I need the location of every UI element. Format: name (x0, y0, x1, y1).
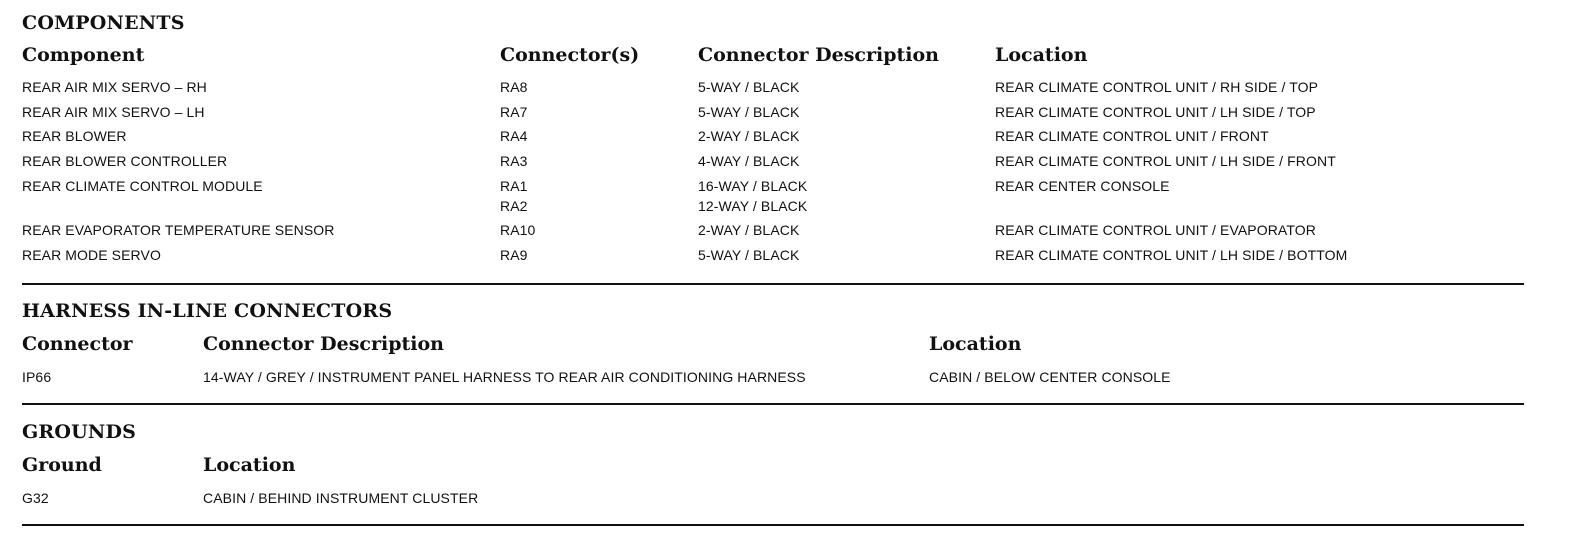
component-location: REAR CLIMATE CONTROL UNIT / LH SIDE / FR… (995, 153, 1336, 169)
component-connector-description: 5-WAY / BLACK (698, 104, 800, 120)
component-name: REAR CLIMATE CONTROL MODULE (22, 178, 263, 194)
component-connector: RA3 (500, 153, 528, 169)
component-location: REAR CENTER CONSOLE (995, 178, 1170, 194)
harness-connector-description: 14-WAY / GREY / INSTRUMENT PANEL HARNESS… (203, 369, 806, 385)
component-connector-description: 2-WAY / BLACK (698, 128, 800, 144)
section-divider (22, 283, 1524, 285)
ground-id: G32 (22, 490, 49, 506)
ground-location: CABIN / BEHIND INSTRUMENT CLUSTER (203, 490, 479, 506)
component-name: REAR BLOWER CONTROLLER (22, 153, 228, 169)
components-header-component: Component (22, 44, 145, 66)
component-name: REAR EVAPORATOR TEMPERATURE SENSOR (22, 222, 335, 238)
component-location: REAR CLIMATE CONTROL UNIT / LH SIDE / BO… (995, 247, 1348, 263)
harness-connector: IP66 (22, 369, 52, 385)
component-location: REAR CLIMATE CONTROL UNIT / EVAPORATOR (995, 222, 1316, 238)
component-connector-description: 4-WAY / BLACK (698, 153, 800, 169)
component-connector: RA9 (500, 247, 528, 263)
component-name: REAR BLOWER (22, 128, 127, 144)
component-connector-description: 12-WAY / BLACK (698, 198, 808, 214)
component-name: REAR AIR MIX SERVO – LH (22, 104, 205, 120)
components-header-connectors: Connector(s) (500, 44, 640, 66)
harness-header-description: Connector Description (203, 333, 444, 355)
component-connector-description: 5-WAY / BLACK (698, 247, 800, 263)
component-location: REAR CLIMATE CONTROL UNIT / LH SIDE / TO… (995, 104, 1316, 120)
grounds-header-location: Location (203, 454, 296, 476)
component-connector: RA7 (500, 104, 528, 120)
harness-header-connector: Connector (22, 333, 133, 355)
component-connector: RA8 (500, 79, 528, 95)
section-divider (22, 403, 1524, 405)
component-connector-description: 2-WAY / BLACK (698, 222, 800, 238)
harness-header-location: Location (929, 333, 1022, 355)
harness-section-title: HARNESS IN-LINE CONNECTORS (22, 300, 393, 322)
component-location: REAR CLIMATE CONTROL UNIT / FRONT (995, 128, 1269, 144)
grounds-section-title: GROUNDS (22, 421, 137, 443)
component-connector: RA1 (500, 178, 528, 194)
component-name: REAR MODE SERVO (22, 247, 161, 263)
components-header-description: Connector Description (698, 44, 939, 66)
components-header-location: Location (995, 44, 1088, 66)
component-connector: RA2 (500, 198, 528, 214)
component-connector: RA10 (500, 222, 536, 238)
component-connector: RA4 (500, 128, 528, 144)
component-connector-description: 5-WAY / BLACK (698, 79, 800, 95)
component-connector-description: 16-WAY / BLACK (698, 178, 808, 194)
section-divider (22, 524, 1524, 526)
grounds-header-ground: Ground (22, 454, 102, 476)
components-section-title: COMPONENTS (22, 12, 185, 34)
harness-location: CABIN / BELOW CENTER CONSOLE (929, 369, 1171, 385)
component-name: REAR AIR MIX SERVO – RH (22, 79, 207, 95)
component-location: REAR CLIMATE CONTROL UNIT / RH SIDE / TO… (995, 79, 1319, 95)
